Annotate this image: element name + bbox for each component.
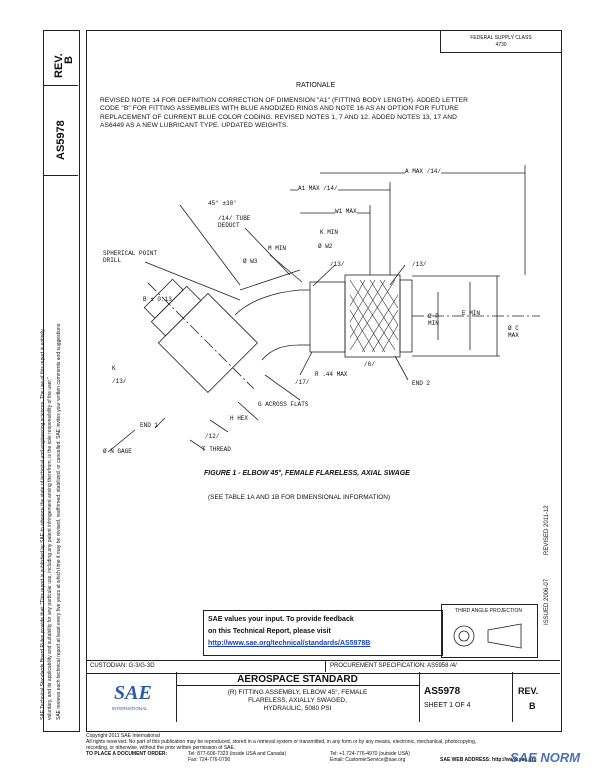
tag-13-b: /13/ [412,261,427,268]
rationale-line-3: REPLACEMENT OF CURRENT BLUE COLOR CODING… [100,113,457,121]
sae-logo-sub: INTERNATIONAL [112,706,148,711]
title-rev-value: B [529,701,536,711]
left-rev-cell [43,30,78,86]
projection-symbol [453,623,522,649]
title-line-3: HYDRAULIC, 5080 PSI [263,705,332,712]
footer-fax: Fax: 724-776-0790 [188,757,231,763]
custodian-label: CUSTODIAN: G-3/G-3D [90,663,155,669]
feedback-line-1: SAE values your input. To provide feedba… [208,616,354,623]
feedback-link[interactable]: http://www.sae.org/technical/standards/A… [208,640,371,647]
dim-w2: Ø W2 [318,243,333,250]
title-line-2: FLARELESS, AXIALLY SWAGED, [248,697,347,704]
rationale-title: RATIONALE [296,82,336,89]
dim-c-max: Ø C MAX [508,325,519,339]
sae-norm-watermark: SAE NORM [510,750,581,765]
logo-cell [86,672,177,722]
fed-class-number: 4730 [495,42,507,48]
label-end-2: END 2 [412,380,431,387]
left-rev-value: B [63,56,75,64]
footer-web[interactable]: SAE WEB ADDRESS: http://www.sae.org [440,757,537,763]
left-strip-frame [43,30,80,732]
dim-w1-max: W1 MAX [335,208,357,215]
knurl-pattern [349,279,399,353]
left-docno-cell [43,85,78,176]
dim-angle: 45° ±30' [208,200,237,207]
projection-title: THIRD ANGLE PROJECTION [455,608,522,614]
dim-e-min: E MIN [462,310,481,317]
label-spherical-point: SPHERICAL POINT DRILL [103,250,158,264]
procurement-label: PROCUREMENT SPECIFICATION: AS5958 /4/ [330,663,457,669]
rationale-line-1: REVISED NOTE 14 FOR DEFINITION CORRECTIO… [100,97,468,104]
dim-r-max: R .44 MAX [315,371,348,378]
footer-rights-2: recording, or otherwise, without the pri… [86,745,236,751]
tag-12: /12/ [205,433,220,440]
docno-cell [419,672,513,722]
aerospace-standard-cell [176,672,419,686]
dim-n-gage: Ø N GAGE [103,448,132,455]
rationale-body: REVISED NOTE 14 FOR DEFINITION CORRECTIO… [100,97,545,131]
aerospace-standard-title: AEROSPACE STANDARD [237,674,358,685]
margin-rules-line-2: voluntary, and its applicability and sui… [47,377,53,720]
title-doc-number: AS5978 [424,686,461,697]
dim-p-min: Ø P MIN [428,313,439,327]
footer-tel-2: Tel: +1 724-776-4970 (outside USA) [330,751,410,757]
left-doc-number: AS5978 [55,120,67,160]
margin-rules-line-1: SAE Technical Standards Board Rules prov… [40,329,46,720]
fed-class-box [440,30,561,53]
margin-rules-line-3: SAE reviews each technical report at lea… [56,322,62,720]
fed-class-label: FEDERAL SUPPLY CLASS [470,35,532,41]
dim-h-hex: H HEX [230,415,249,422]
dim-tube-deduct: /14/ TUBE DEDUCT [218,215,251,229]
title-rev-label: REV. [518,686,539,696]
dim-t-thread: T THREAD [202,446,231,453]
sheet-number: SHEET 1 OF 4 [424,702,471,709]
footer-order: TO PLACE A DOCUMENT ORDER: [86,751,168,757]
dim-m-min: M MIN [268,245,287,252]
see-table-note: (SEE TABLE 1A AND 1B FOR DIMENSIONAL INF… [208,494,391,501]
feedback-line-2: on this Technical Report, please visit [208,628,331,635]
dim-a-max: A MAX /14/ [405,168,442,175]
projection-box [441,604,538,658]
label-end-1: END 1 [140,422,159,429]
procurement-divider [325,660,326,672]
feedback-box [203,610,443,656]
footer-copyright: Copyright 2011 SAE International [86,733,160,739]
custodian-row [86,660,560,674]
dim-g-flats: G ACROSS FLATS [258,401,309,408]
title-line-1: (R) FITTING ASSEMBLY, ELBOW 45°, FEMALE [227,689,368,696]
figure-caption: FIGURE 1 - ELBOW 45°, FEMALE FLARELESS, … [204,470,410,477]
dim-a1-max: A1 MAX /14/ [298,185,338,192]
dim-w3: Ø W3 [243,258,258,265]
main-frame [86,30,562,732]
revised-date: REVISED 2011-12 [544,505,550,555]
elbow-fitting-drawing [107,165,540,453]
tag-6: /6/ [364,361,375,368]
footer-rights: All rights reserved. No part of this pub… [86,739,477,745]
dim-b: B ± 0.13 [143,296,172,303]
tag-13-a: /13/ [330,261,345,268]
sae-logo: SAE [114,682,152,704]
dim-k-min: K MIN [320,229,339,236]
rationale-line-4: AS6449 AS A NEW LUBRICANT TYPE. UPDATED … [100,122,289,130]
issued-date: ISSUED 2006-07 [544,578,550,625]
footer-email: Email: CustomerService@sae.org [330,757,406,763]
dim-k: K [112,365,116,372]
tag-17: /17/ [295,379,310,386]
rationale-line-2: CODE "B" FOR FITTING ASSEMBLIES WITH BLU… [100,105,459,113]
tag-13-c: /13/ [112,378,127,385]
footer-tel: Tel: 877-606-7323 (inside USA and Canada… [188,751,287,757]
